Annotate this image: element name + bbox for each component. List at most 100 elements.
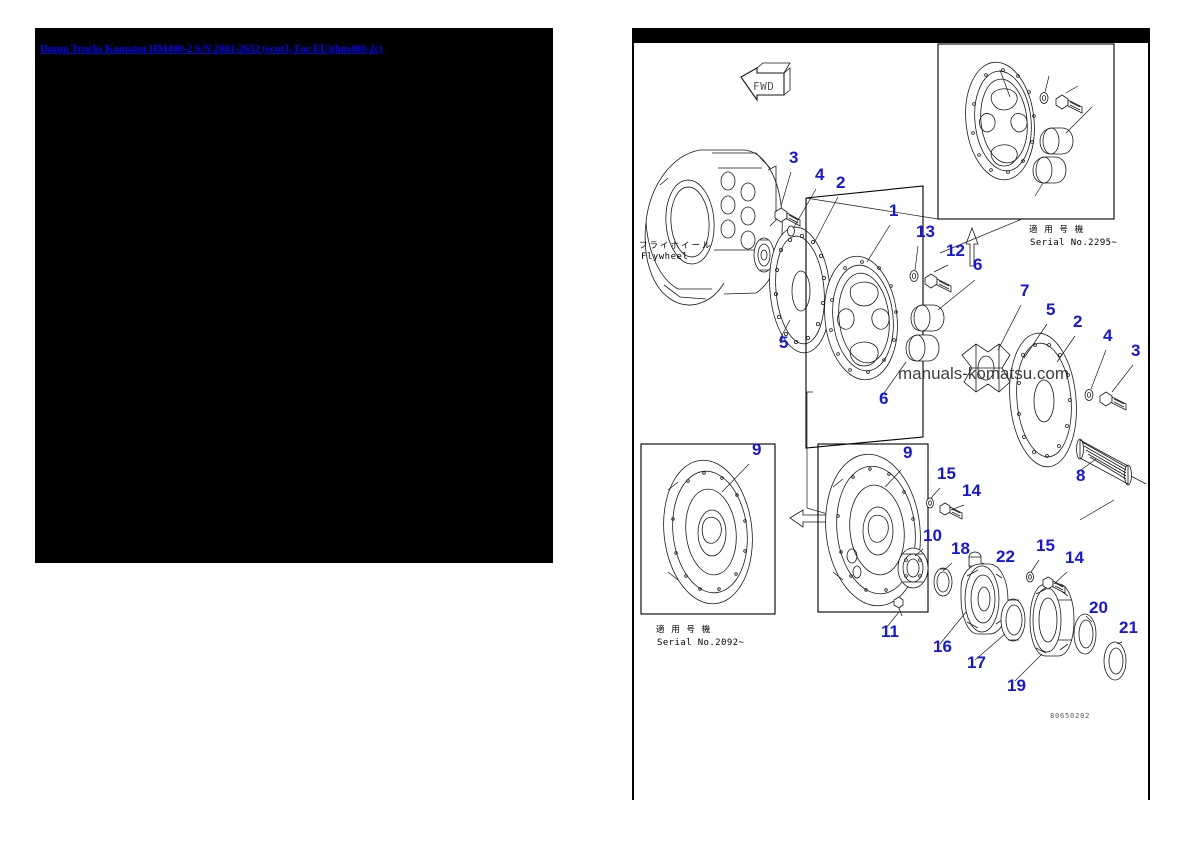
callout-number-18: 18 (951, 539, 970, 558)
leader-1-center (866, 224, 891, 263)
inset-2092-serial: Serial No.2092~ (657, 638, 744, 648)
washer-4-right (1084, 389, 1094, 401)
leader-18 (942, 562, 953, 572)
leader-20 (1085, 615, 1093, 623)
inset-2092-caption-jp: 適 用 号 機 (656, 624, 712, 635)
page-left-border (632, 28, 634, 800)
page-top-black-bar (632, 28, 1150, 43)
drive-plate-right (1009, 332, 1077, 468)
flywheel-housing: フライホイール Flywheel (639, 149, 783, 306)
callout-number-14: 14 (962, 481, 981, 500)
inset-2295-serial: Serial No.2295~ (1030, 238, 1117, 248)
leader-2-left (813, 196, 839, 244)
main-inset-panel (805, 185, 924, 449)
inset-serial-2295: 適 用 号 機 Serial No.2295~ (805, 43, 1117, 267)
watermark-text: manuals-komatsu.com (898, 364, 1069, 383)
callout-number-5: 5 (779, 333, 788, 352)
splined-shaft-8 (1076, 438, 1147, 486)
bushings-6-center (905, 304, 945, 362)
ring-18 (933, 567, 953, 597)
leader-17 (974, 633, 1006, 661)
catalog-title-link[interactable]: Dump Trucks Komatsu HM400-2 S/N 2001-263… (40, 43, 383, 55)
plug-22 (968, 551, 992, 596)
callout-number-14: 14 (1065, 548, 1084, 567)
callout-number-13: 13 (916, 222, 935, 241)
leader-15-lower (1030, 559, 1040, 573)
bolt-3-right (1099, 391, 1127, 411)
leader-4-left (793, 188, 817, 228)
leader-15-upper (930, 487, 941, 499)
washer-15-lower (1026, 571, 1034, 583)
callout-number-15: 15 (1036, 536, 1055, 555)
callout-number-22: 22 (996, 547, 1015, 566)
callout-number-6: 6 (879, 389, 888, 408)
cage-19 (1029, 583, 1075, 657)
callout-number-9: 9 (752, 440, 761, 459)
leader-16 (939, 611, 967, 645)
callout-number-3: 3 (789, 148, 798, 167)
flywheel-label-jp: フライホイール (639, 241, 713, 251)
callout-number-15: 15 (937, 464, 956, 483)
bearing-10 (897, 547, 929, 589)
callout-number-17: 17 (967, 653, 986, 672)
leader-14-lower (1053, 571, 1068, 585)
leader-19 (1014, 653, 1043, 682)
leader-3-left (780, 171, 792, 207)
callout-number-2: 2 (1073, 312, 1082, 331)
flywheel-assembly-box (817, 443, 929, 629)
leader-5-right (1023, 323, 1048, 359)
preview-panel: Dump Trucks Komatsu HM400-2 S/N 2001-263… (35, 28, 553, 563)
leader-14-upper (950, 504, 965, 511)
leader-12-center (933, 264, 949, 273)
bolt-14-lower (1042, 576, 1066, 594)
leader-21 (1116, 641, 1123, 645)
fwd-direction-marker: FWD (740, 62, 791, 102)
figure-code: 80650202 (1050, 712, 1090, 720)
ring-17 (1000, 598, 1026, 642)
leader-8 (1077, 458, 1097, 473)
fwd-label: FWD (753, 80, 774, 93)
flex-coupling-center (824, 255, 898, 381)
callout-number-2: 2 (836, 173, 845, 192)
leader-10 (914, 548, 924, 557)
leader-2-right (1056, 335, 1076, 363)
callout-number-21: 21 (1119, 618, 1138, 637)
flywheel-label-en: Flywheel (641, 252, 688, 262)
inset-serial-2092: 適 用 号 機 Serial No.2092~ (640, 443, 776, 648)
callout-number-6: 6 (973, 255, 982, 274)
washer-15-upper (926, 497, 934, 509)
callout-number-3: 3 (1131, 341, 1140, 360)
shim-20 (1073, 613, 1097, 655)
washer-13-center (909, 270, 919, 282)
leader-3-right (1111, 364, 1134, 393)
leader-5-left (778, 319, 791, 342)
washer-21 (1103, 641, 1127, 681)
connector-lower-right (1079, 499, 1115, 521)
drive-plate-left (769, 226, 831, 354)
callout-number-4: 4 (1103, 326, 1113, 345)
inset-2295-caption-jp: 適 用 号 機 (1029, 224, 1085, 235)
bolt-14-upper (939, 502, 963, 520)
callout-number-16: 16 (933, 637, 952, 656)
callout-number-9: 9 (903, 443, 912, 462)
leader-6-center-upper (937, 279, 976, 311)
callout-number-4: 4 (815, 165, 825, 184)
callout-number-20: 20 (1089, 598, 1108, 617)
callout-number-5: 5 (1046, 300, 1055, 319)
callout-number-7: 7 (1020, 281, 1029, 300)
callout-number-19: 19 (1007, 676, 1026, 695)
callout-number-12: 12 (946, 241, 965, 260)
callout-number-1: 1 (889, 201, 898, 220)
bolt-12-center (924, 273, 952, 293)
leader-6-center-lower (881, 361, 907, 397)
callout-number-8: 8 (1076, 466, 1085, 485)
page-right-border (1148, 28, 1150, 800)
washer-4-left (787, 225, 795, 237)
leader-13-center (914, 245, 919, 271)
leader-4-right (1090, 349, 1107, 390)
leader-7 (997, 304, 1022, 351)
callout-number-11: 11 (881, 622, 899, 641)
